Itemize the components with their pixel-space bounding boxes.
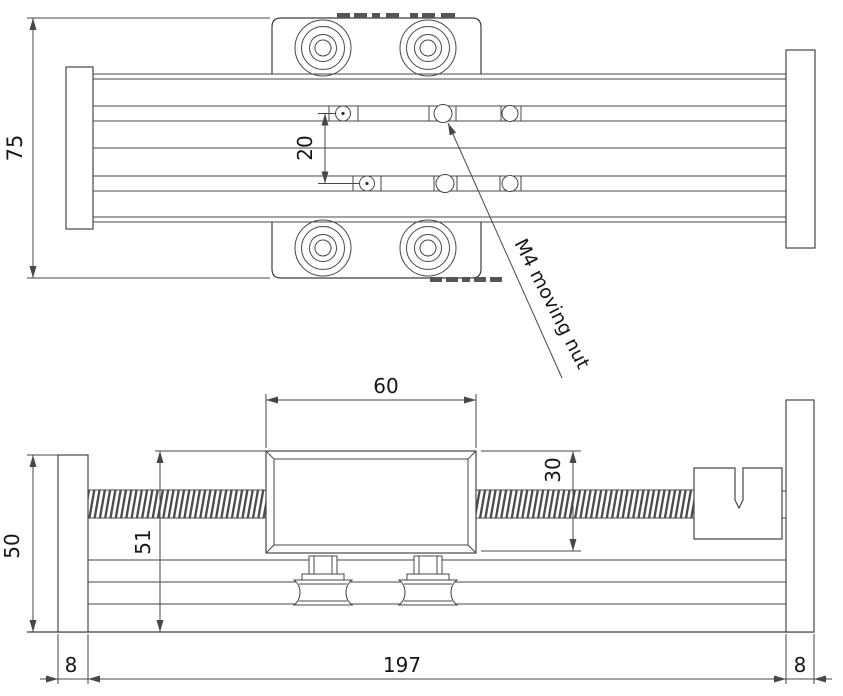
roller-bottom-left (294, 219, 352, 277)
arrowhead-icon (266, 396, 278, 404)
arrowhead-icon (46, 675, 58, 683)
dimension-label-30: 30 (541, 457, 565, 482)
dimension-label-50: 50 (0, 533, 24, 558)
roller-bottom-right (399, 219, 457, 277)
arrowhead-icon (464, 396, 476, 404)
dimension-bottom-chain: 8 197 8 (40, 634, 832, 684)
wheel-flange (301, 573, 345, 581)
carriage-plate-top-view (271, 13, 502, 282)
hole-center-dot (341, 111, 345, 116)
leader-arrowhead-icon (448, 123, 457, 136)
dimension-label-197: 197 (383, 653, 421, 677)
arrowhead-icon (29, 620, 37, 632)
dimension-label-51: 51 (131, 529, 155, 554)
left-end-plate-front (57, 454, 89, 633)
front-view: 60 30 51 50 (0, 374, 832, 684)
lead-screw-left (87, 489, 267, 519)
arrowhead-icon (29, 455, 37, 467)
arrowhead-icon (774, 675, 786, 683)
dimension-60: 60 (265, 374, 477, 448)
arrowhead-icon (29, 18, 37, 30)
wheel-stem (413, 555, 443, 575)
carriage-inner-bevel (273, 458, 469, 546)
dimension-label-8-left: 8 (65, 653, 78, 677)
lead-screw-right (475, 489, 695, 519)
edge-knurl-marks (337, 13, 502, 282)
arrowhead-icon (321, 113, 329, 126)
arrowhead-icon (321, 171, 329, 184)
wheel-assembly-left (292, 555, 354, 606)
wheel-stem (308, 555, 338, 575)
dimension-label-60: 60 (373, 374, 398, 398)
dimension-label-8-right: 8 (794, 653, 807, 677)
arrowhead-icon (156, 620, 164, 632)
arrowhead-icon (88, 675, 100, 683)
carriage-front-view (265, 450, 477, 554)
left-end-plate-top (65, 66, 94, 230)
dimension-50: 50 (0, 454, 58, 632)
dimension-30: 30 (481, 450, 581, 552)
hole-center-dot (365, 181, 369, 186)
slot-dividers (328, 106, 522, 191)
dimension-20: 20 (293, 113, 360, 184)
arrowhead-icon (156, 451, 164, 463)
dimension-75: 75 (3, 17, 270, 279)
dimension-51: 51 (131, 450, 266, 632)
m4-moving-nut-hole (433, 104, 453, 123)
leader-m4-moving-nut: M4 moving nut (447, 122, 594, 379)
right-end-plate-top (785, 49, 816, 249)
arrowhead-icon (569, 451, 577, 463)
wheel-assembly-right (397, 555, 459, 606)
wheel-flange (406, 573, 450, 581)
nut-hole (501, 175, 519, 192)
dimension-label-75: 75 (3, 135, 27, 162)
roller-top-right (399, 19, 457, 77)
rail-profile-lines (93, 73, 786, 223)
nut-hole (435, 174, 455, 193)
arrowhead-icon (814, 675, 826, 683)
leader-line (447, 122, 563, 379)
v-wheel (397, 579, 459, 606)
right-end-plate-front (785, 399, 815, 633)
leader-label: M4 moving nut (510, 235, 594, 372)
v-wheel (292, 579, 354, 606)
nut-hole (501, 105, 519, 122)
dimension-label-20: 20 (293, 135, 317, 160)
arrowhead-icon (569, 539, 577, 551)
top-view: 75 20 M4 moving nut (3, 13, 816, 379)
roller-top-left (294, 19, 352, 77)
arrowhead-icon (29, 266, 37, 278)
slotted-coupler-block (693, 467, 783, 540)
